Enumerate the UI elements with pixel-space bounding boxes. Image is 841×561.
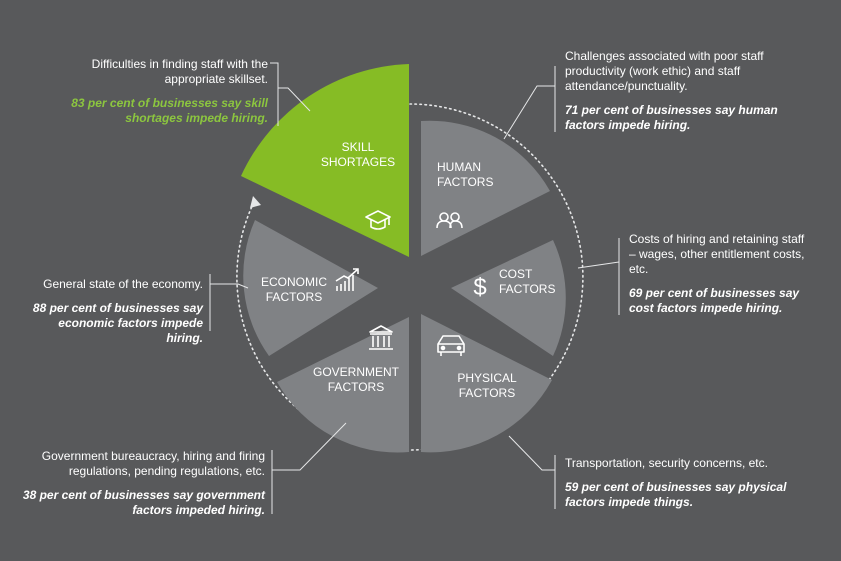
segment-cost-factors[interactable] <box>451 240 566 356</box>
segment-label-physical-line1: PHYSICAL <box>457 371 517 385</box>
segment-label-cost-line1: COST <box>499 267 533 281</box>
people-icon <box>436 212 463 229</box>
dollar-icon: $ <box>473 274 486 301</box>
graduation-cap-icon <box>365 210 391 230</box>
segment-label-cost: COST FACTORS <box>499 267 555 297</box>
leader-line-cost <box>577 261 620 269</box>
annotation-skill-desc: Difficulties in finding staff with the a… <box>91 57 268 86</box>
annotation-human-stat: 71 per cent of businesses say human fact… <box>565 103 778 132</box>
segment-label-skill-line1: SKILL <box>341 140 375 154</box>
annotation-skill-stat: 83 per cent of businesses say skill shor… <box>71 96 268 125</box>
segment-economic-factors[interactable] <box>243 220 378 356</box>
segment-label-human-line1: HUMAN <box>437 160 481 174</box>
annotation-economic-stat: 88 per cent of businesses say economic f… <box>32 301 203 345</box>
segment-human-factors[interactable] <box>421 120 550 256</box>
annotation-physical-desc: Transportation, security concerns, etc. <box>565 456 768 470</box>
annotation-economic: General state of the economy. 88 per cen… <box>20 277 203 346</box>
segment-label-skill-line2: SHORTAGES <box>320 155 396 169</box>
segment-label-human-line2: FACTORS <box>437 175 494 189</box>
annotation-cost: Costs of hiring and retaining staff – wa… <box>629 232 809 316</box>
segment-label-government-line2: FACTORS <box>327 380 385 394</box>
annotation-cost-desc: Costs of hiring and retaining staff – wa… <box>629 232 805 276</box>
leader-line-economic <box>210 283 249 289</box>
segment-label-skill: SKILL SHORTAGES <box>318 140 398 170</box>
annotation-cost-stat: 69 per cent of businesses say cost facto… <box>629 286 800 315</box>
annotation-government: Government bureaucracy, hiring and firin… <box>22 449 265 518</box>
segment-label-economic-line2: FACTORS <box>265 290 323 304</box>
leader-line-physical <box>508 435 555 471</box>
segment-label-economic: ECONOMIC FACTORS <box>254 275 334 305</box>
segment-government-factors[interactable] <box>277 317 409 453</box>
cycle-arrowhead <box>250 196 261 208</box>
segment-label-economic-line1: ECONOMIC <box>261 275 327 289</box>
segment-label-government-line1: GOVERNMENT <box>312 365 399 379</box>
annotation-government-stat: 38 per cent of businesses say government… <box>22 488 265 517</box>
annotation-skill: Difficulties in finding staff with the a… <box>60 57 268 126</box>
annotation-human: Challenges associated with poor staff pr… <box>565 49 795 133</box>
segment-label-cost-line2: FACTORS <box>499 282 556 296</box>
annotation-government-desc: Government bureaucracy, hiring and firin… <box>41 449 265 478</box>
annotation-economic-desc: General state of the economy. <box>43 277 203 291</box>
segment-label-physical: PHYSICAL FACTORS <box>447 371 527 401</box>
leader-line-human <box>503 85 555 140</box>
segment-skill-shortages[interactable] <box>241 64 409 257</box>
annotation-physical-stat: 59 per cent of businesses say physical f… <box>565 480 787 509</box>
segment-label-government: GOVERNMENT FACTORS <box>306 365 406 395</box>
segment-label-human: HUMAN FACTORS <box>437 160 493 190</box>
segment-label-physical-line2: FACTORS <box>458 386 516 400</box>
annotation-physical: Transportation, security concerns, etc. … <box>565 456 795 510</box>
annotation-human-desc: Challenges associated with poor staff pr… <box>565 49 764 93</box>
segment-physical-factors[interactable] <box>421 314 552 453</box>
leader-line-government <box>272 422 347 471</box>
car-icon <box>437 335 465 356</box>
rising-chart-icon <box>335 268 359 291</box>
government-building-icon <box>369 325 393 350</box>
